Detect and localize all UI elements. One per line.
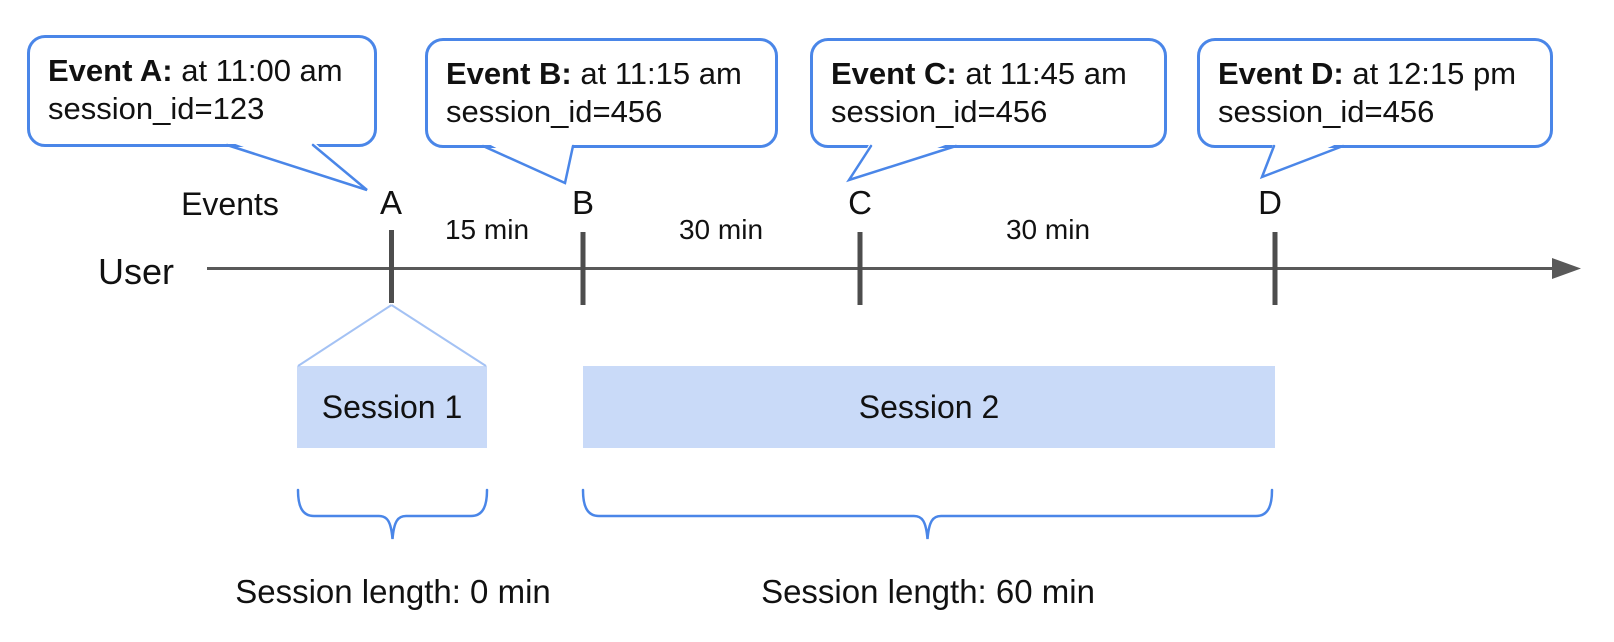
callout-event-a-name: Event A: — [48, 53, 173, 88]
callout-b-tail-icon — [481, 141, 575, 185]
callout-event-d-name: Event D: — [1218, 56, 1344, 91]
callout-event-c-time: at 11:45 am — [956, 56, 1127, 91]
callout-event-c-session: session_id=456 — [831, 94, 1048, 129]
callout-event-d-time: at 12:15 pm — [1343, 56, 1517, 91]
callout-event-b-session: session_id=456 — [446, 94, 663, 129]
callout-event-c-line1: Event C: at 11:45 am — [831, 55, 1146, 93]
session-2-brace-icon — [581, 488, 1274, 540]
callout-d-tail-icon — [1259, 141, 1345, 180]
event-marker-a: A — [379, 184, 402, 221]
session-2-bar: Session 2 — [583, 366, 1275, 448]
session-1-brace-icon — [296, 488, 489, 540]
session-2-length-label: Session length: 60 min — [761, 573, 1095, 610]
callout-event-b: Event B: at 11:15 am session_id=456 — [425, 38, 778, 148]
callout-c-tail-icon — [846, 141, 958, 183]
session-1-label: Session 1 — [321, 388, 463, 425]
callout-event-b-line1: Event B: at 11:15 am — [446, 55, 757, 93]
callout-event-a-session: session_id=123 — [48, 91, 265, 126]
callout-event-a: Event A: at 11:00 am session_id=123 — [27, 35, 377, 147]
interval-a-b-label: 15 min — [444, 214, 530, 245]
timeline-arrowhead-icon — [1552, 258, 1581, 279]
event-marker-d: D — [1258, 184, 1282, 221]
callout-event-a-time: at 11:00 am — [172, 53, 343, 88]
event-marker-b: B — [571, 184, 594, 221]
session-1-funnel-left-line — [297, 304, 393, 367]
callout-event-d: Event D: at 12:15 pm session_id=456 — [1197, 38, 1553, 148]
interval-b-c-label: 30 min — [678, 214, 764, 245]
callout-event-c: Event C: at 11:45 am session_id=456 — [810, 38, 1167, 148]
callout-event-b-time: at 11:15 am — [571, 56, 742, 91]
events-axis-label: Events — [181, 186, 279, 222]
callout-event-b-name: Event B: — [446, 56, 572, 91]
callout-event-d-session: session_id=456 — [1218, 94, 1435, 129]
session-2-label: Session 2 — [858, 388, 1000, 425]
callout-a-tail-icon — [225, 141, 368, 192]
session-1-funnel-right-line — [390, 304, 487, 367]
session-1-length-label: Session length: 0 min — [235, 573, 551, 610]
callout-event-c-name: Event C: — [831, 56, 957, 91]
session-1-bar: Session 1 — [297, 366, 487, 448]
callout-event-d-line1: Event D: at 12:15 pm — [1218, 55, 1532, 93]
event-marker-c: C — [848, 184, 872, 221]
interval-c-d-label: 30 min — [1005, 214, 1091, 245]
callout-event-a-line1: Event A: at 11:00 am — [48, 52, 356, 90]
user-axis-label: User — [98, 251, 175, 292]
